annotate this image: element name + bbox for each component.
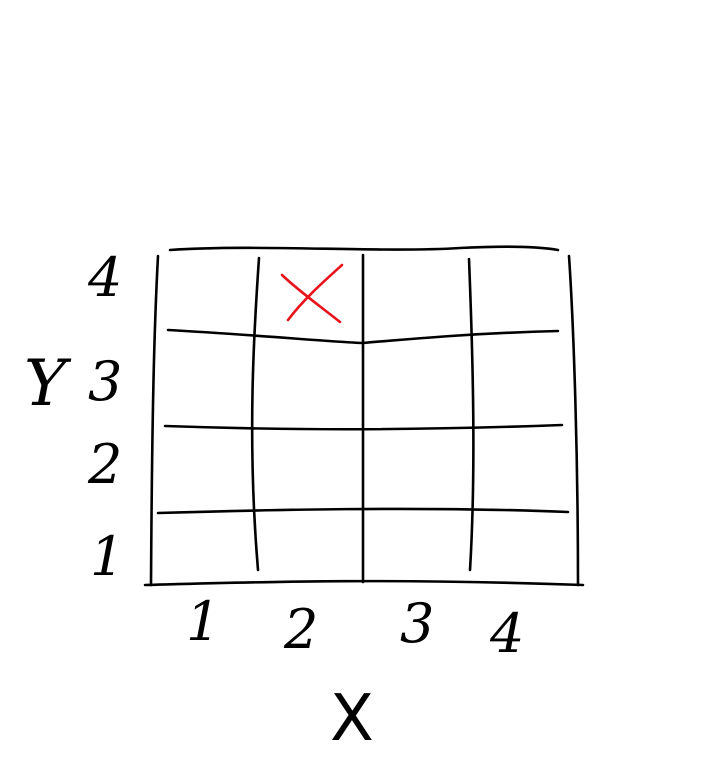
grid-hline-1-2 — [156, 507, 570, 515]
y-tick-3: 3 — [88, 350, 122, 413]
x-tick-3: 3 — [400, 592, 434, 655]
grid-vline-2-3 — [360, 253, 365, 584]
x-tick-2: 2 — [283, 598, 318, 661]
x-tick-1: 1 — [186, 590, 220, 653]
mark-stroke-b — [286, 263, 344, 322]
grid-bottom-border — [143, 579, 585, 587]
target-cell-mark — [280, 263, 344, 324]
y-tick-1: 1 — [90, 525, 124, 588]
y-tick-2: 2 — [87, 433, 122, 496]
mark-stroke-a — [280, 273, 342, 324]
y-axis-label: Y — [24, 347, 72, 421]
x-tick-4: 4 — [489, 602, 524, 665]
x-axis-label: X — [330, 682, 374, 756]
grid-vline-1-2 — [250, 256, 261, 572]
grid-right-border — [567, 254, 580, 587]
y-tick-4: 4 — [87, 246, 122, 309]
grid-left-border — [149, 254, 160, 587]
grid-top-border — [168, 245, 560, 252]
grid-hline-2-3 — [163, 423, 564, 431]
grid-vline-3-4 — [467, 257, 475, 572]
